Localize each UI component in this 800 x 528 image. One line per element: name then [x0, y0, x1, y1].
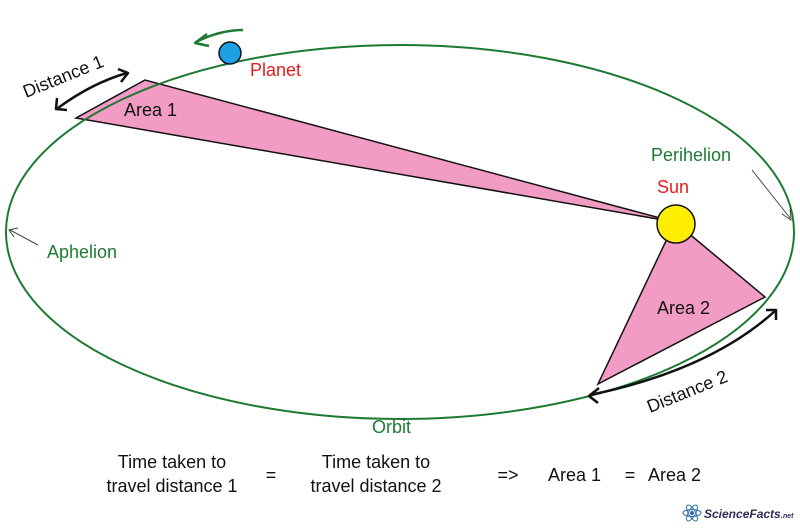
- planet-direction-arrow-icon: [193, 28, 244, 48]
- planet-label: Planet: [250, 60, 301, 80]
- sciencefacts-logo: ScienceFacts .net: [682, 504, 794, 522]
- watermark-suffix: .net: [781, 513, 794, 520]
- orbit-ellipse: [5, 44, 795, 420]
- equation-implies: =>: [497, 465, 518, 485]
- planet: [218, 41, 242, 65]
- atom-icon: [682, 504, 702, 522]
- equation-right-line2: travel distance 2: [310, 476, 441, 496]
- area-2-sector: [596, 220, 767, 386]
- area-1-sector: [73, 79, 676, 223]
- orbit-label: Orbit: [372, 417, 411, 437]
- equation-left-line2: travel distance 1: [106, 476, 237, 496]
- aphelion-label: Aphelion: [47, 242, 117, 262]
- equation-right-line1: Time taken to: [322, 452, 430, 472]
- sun: [656, 204, 696, 244]
- aphelion-pointer-icon: [8, 227, 39, 246]
- sun-label: Sun: [657, 177, 689, 197]
- perihelion-label: Perihelion: [651, 145, 731, 165]
- equation-area-left: Area 1: [548, 465, 601, 485]
- watermark-brand: ScienceFacts: [704, 507, 781, 521]
- area-2-label: Area 2: [657, 298, 710, 318]
- distance-1-arrow-icon: [54, 67, 130, 112]
- distance-1-label: Distance 1: [20, 51, 106, 101]
- equation-equals-1: =: [266, 465, 277, 485]
- distance-2-arrow-icon: [587, 308, 778, 404]
- area-1-label: Area 1: [124, 100, 177, 120]
- equation-left-line1: Time taken to: [118, 452, 226, 472]
- equation-area-right: Area 2: [648, 465, 701, 485]
- perihelion-pointer-icon: [751, 169, 792, 221]
- equation-equals-2: =: [625, 465, 636, 485]
